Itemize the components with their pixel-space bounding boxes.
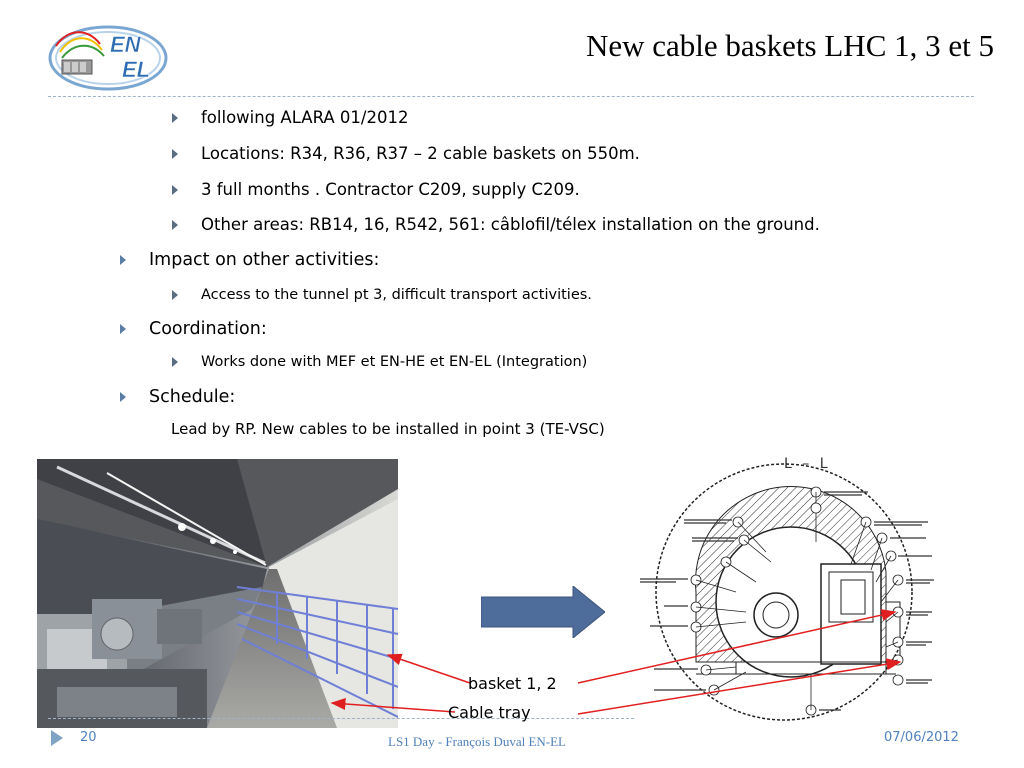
bullet-list: following ALARA 01/2012 Locations: R34, … — [120, 108, 820, 438]
title-divider — [48, 96, 974, 97]
bullet-subtext: Lead by RP. New cables to be installed i… — [171, 420, 605, 438]
tunnel-photo — [37, 459, 398, 728]
bullet-item: Coordination: — [120, 319, 267, 339]
bullet-text: Schedule: — [149, 387, 236, 407]
bullet-triangle-icon — [172, 219, 178, 230]
bullet-text: Works done with MEF et EN-HE et EN-EL (I… — [201, 354, 588, 370]
bullet-text: 3 full months . Contractor C209, supply … — [201, 180, 580, 199]
bullet-item: Impact on other activities: — [120, 250, 380, 270]
bullet-text: following ALARA 01/2012 — [201, 108, 409, 127]
bullet-triangle-icon — [120, 324, 126, 334]
bullet-item: Works done with MEF et EN-HE et EN-EL (I… — [172, 354, 588, 370]
bullet-triangle-icon — [172, 148, 178, 159]
footer-triangle-icon — [51, 730, 63, 746]
slide-title: New cable baskets LHC 1, 3 et 5 — [585, 28, 994, 63]
bullet-item: Other areas: RB14, 16, R542, 561: câblof… — [172, 215, 820, 234]
bullet-triangle-icon — [172, 184, 178, 195]
bullet-item: Locations: R34, R36, R37 – 2 cable baske… — [172, 144, 640, 163]
footer-divider — [48, 718, 634, 719]
footer-center-text: LS1 Day - François Duval EN-EL — [388, 734, 566, 749]
bullet-triangle-icon — [120, 255, 126, 265]
bullet-item: 3 full months . Contractor C209, supply … — [172, 180, 580, 199]
cable-tray-label: Cable tray — [448, 703, 531, 722]
footer-date: 07/06/2012 — [884, 730, 959, 745]
bullet-triangle-icon — [172, 290, 178, 300]
bullet-item: following ALARA 01/2012 — [172, 108, 409, 127]
bullet-text: Access to the tunnel pt 3, difficult tra… — [201, 287, 592, 303]
bullet-triangle-icon — [172, 357, 178, 367]
bullet-triangle-icon — [172, 112, 178, 123]
bullet-text: Impact on other activities: — [149, 250, 380, 270]
bullet-text: Locations: R34, R36, R37 – 2 cable baske… — [201, 144, 640, 163]
bullet-text: Other areas: RB14, 16, R542, 561: câblof… — [201, 215, 820, 234]
basket-label: basket 1, 2 — [468, 674, 557, 693]
bullet-item: Access to the tunnel pt 3, difficult tra… — [172, 287, 592, 303]
en-el-logo: EN EL — [48, 22, 170, 92]
bullet-triangle-icon — [120, 392, 126, 402]
bullet-text: Coordination: — [149, 319, 267, 339]
logo-text-top: EN — [110, 32, 142, 57]
right-arrow-icon — [480, 584, 606, 640]
page-number: 20 — [80, 730, 97, 745]
logo-text-bottom: EL — [122, 57, 150, 82]
bullet-item: Schedule: — [120, 387, 236, 407]
tunnel-cross-section-drawing — [636, 452, 936, 722]
